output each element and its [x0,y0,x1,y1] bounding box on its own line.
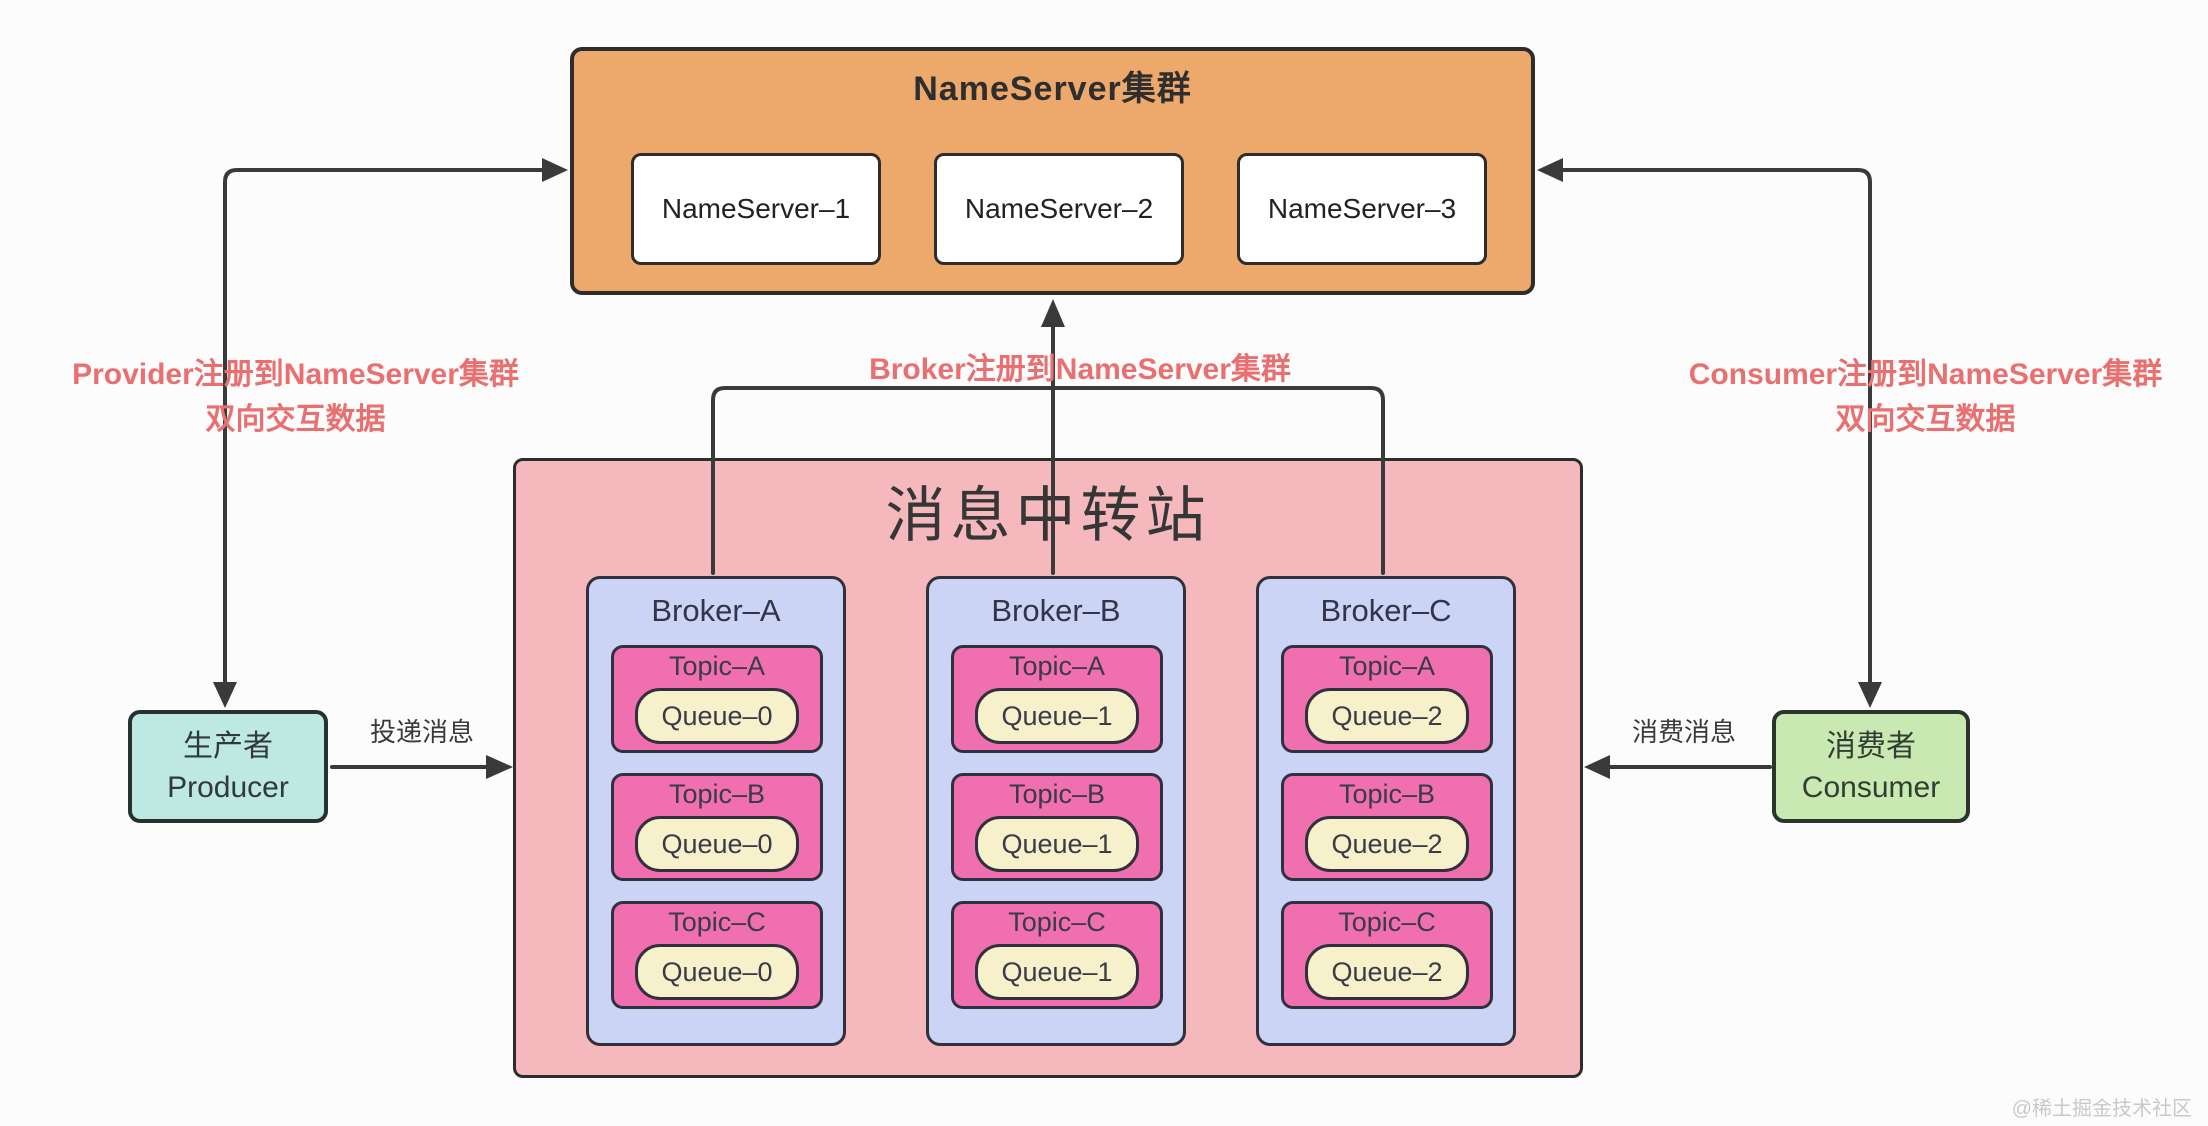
provider-register-label: Provider注册到NameServer集群 双向交互数据 [38,352,553,442]
nameserver-1-box: NameServer–1 [631,153,881,265]
consumer-register-label: Consumer注册到NameServer集群 双向交互数据 [1668,352,2183,442]
arrowhead-deliver [486,755,513,779]
watermark-text: @稀土掘金技术社区 [2011,1098,2192,1120]
producer-label-en: Producer [167,770,289,804]
topic-label: Topic–A [1008,651,1106,681]
nameserver-cluster-title: NameServer集群 [913,70,1192,108]
nameserver-2-box: NameServer–2 [934,153,1184,265]
queue-pill: Queue–0 [635,688,799,744]
queue-pill: Queue–1 [975,944,1139,1000]
topic-label: Topic–C [1008,907,1106,937]
nameserver-3-box: NameServer–3 [1237,153,1487,265]
broker-a-topic-a: Topic–A Queue–0 [611,645,823,753]
broker-c-topic-c: Topic–C Queue–2 [1281,901,1493,1009]
arrowhead-into-producer [213,682,237,708]
arrowhead-into-nameserver-right [1537,158,1563,182]
arrowhead-into-nameserver-left [542,158,568,182]
producer-box: 生产者 Producer [128,710,328,823]
broker-b-topic-c: Topic–C Queue–1 [951,901,1163,1009]
broker-c-topic-b: Topic–B Queue–2 [1281,773,1493,881]
queue-pill: Queue–1 [975,816,1139,872]
broker-a-box: Broker–A Topic–A Queue–0 Topic–B Queue–0… [586,576,846,1046]
nameserver-cluster-box: NameServer集群 NameServer–1 NameServer–2 N… [570,47,1535,295]
deliver-message-label: 投递消息 [369,717,474,747]
broker-a-topic-b: Topic–B Queue–0 [611,773,823,881]
arrowhead-into-consumer [1858,682,1882,708]
provider-register-line1: Provider注册到NameServer集群 [72,358,519,391]
queue-pill: Queue–2 [1305,816,1469,872]
broker-c-box: Broker–C Topic–A Queue–2 Topic–B Queue–2… [1256,576,1516,1046]
broker-a-topic-c: Topic–C Queue–0 [611,901,823,1009]
producer-label-cn: 生产者 [183,729,273,763]
topic-label: Topic–C [1338,907,1436,937]
queue-pill: Queue–2 [1305,688,1469,744]
broker-b-title: Broker–B [991,593,1121,628]
topic-label: Topic–C [668,907,766,937]
consumer-register-line2: 双向交互数据 [1835,403,2016,436]
message-station-title: 消息中转站 [885,482,1211,549]
topic-label: Topic–B [668,779,766,809]
broker-b-topic-b: Topic–B Queue–1 [951,773,1163,881]
consumer-label-en: Consumer [1801,770,1941,804]
message-station-box: 消息中转站 Broker–A Topic–A Queue–0 Topic–B Q… [513,458,1583,1078]
topic-label: Topic–A [668,651,766,681]
arrowhead-broker-up [1041,299,1065,327]
consumer-register-line1: Consumer注册到NameServer集群 [1688,358,2163,391]
broker-c-topic-a: Topic–A Queue–2 [1281,645,1493,753]
queue-pill: Queue–2 [1305,944,1469,1000]
queue-pill: Queue–0 [635,816,799,872]
provider-register-line2: 双向交互数据 [205,403,386,436]
consume-message-label: 消费消息 [1631,717,1736,747]
broker-b-topic-a: Topic–A Queue–1 [951,645,1163,753]
queue-pill: Queue–0 [635,944,799,1000]
topic-label: Topic–B [1008,779,1106,809]
consumer-box: 消费者 Consumer [1772,710,1970,823]
broker-register-label: Broker注册到NameServer集群 [869,353,1291,386]
topic-label: Topic–A [1338,651,1436,681]
broker-b-box: Broker–B Topic–A Queue–1 Topic–B Queue–1… [926,576,1186,1046]
consumer-label-cn: 消费者 [1826,729,1916,763]
topic-label: Topic–B [1338,779,1436,809]
broker-a-title: Broker–A [651,593,781,628]
arrowhead-consume [1584,755,1610,779]
queue-pill: Queue–1 [975,688,1139,744]
broker-c-title: Broker–C [1320,593,1452,628]
